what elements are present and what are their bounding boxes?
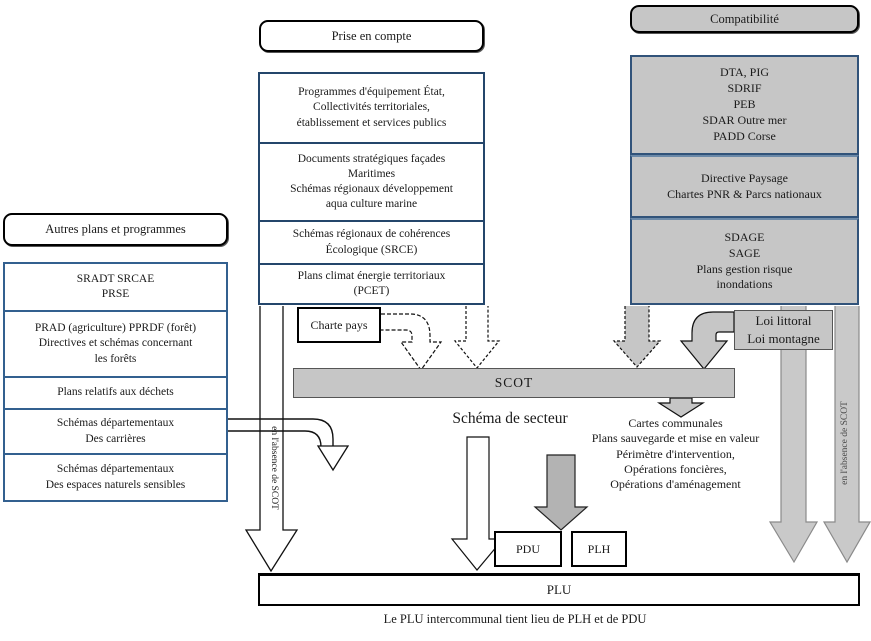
node-pdu: PDU [494, 531, 562, 567]
arrow-cartes-to-pdu [533, 454, 589, 531]
arrow-right-bar-1 [768, 306, 819, 564]
arrow-right-bar-2-absence-scot [822, 306, 871, 564]
arrow-left-absence-scot [244, 306, 299, 573]
node-schemas-espaces-naturels: Schémas départementaux Des espaces natur… [3, 455, 228, 502]
absence-scot-left-label: en l'absence de SCOT [269, 426, 279, 510]
arrow-carrieres-head [316, 445, 350, 472]
node-sradt-srcae-prse: SRADT SRCAE PRSE [3, 262, 228, 312]
node-plans-dechets: Plans relatifs aux déchets [3, 378, 228, 410]
arrow-right-to-scot [612, 306, 662, 368]
node-programmes-equipement: Programmes d'équipement État, Collectivi… [258, 72, 485, 144]
arrow-carrieres-line-bottom [228, 430, 322, 448]
arrow-carrieres-line-top [228, 418, 334, 446]
node-plu: PLU [258, 573, 860, 606]
right-column-stack: DTA, PIG SDRIF PEB SDAR Outre mer PADD C… [630, 55, 859, 305]
middle-column-stack: Programmes d'équipement État, Collectivi… [258, 72, 485, 305]
node-dta-pig-sdrif: DTA, PIG SDRIF PEB SDAR Outre mer PADD C… [630, 55, 859, 155]
node-documents-strategiques: Documents stratégiques façades Maritimes… [258, 144, 485, 222]
node-schemas-carrieres: Schémas départementaux Des carrières [3, 410, 228, 455]
node-schema-de-secteur: Schéma de secteur [452, 410, 568, 427]
arrow-secteur-to-plu [450, 436, 505, 571]
header-prise-en-compte: Prise en compte [259, 20, 484, 52]
node-pcet: Plans climat énergie territoriaux (PCET) [258, 265, 485, 305]
absence-scot-right-label: en l'absence de SCOT [840, 401, 850, 485]
arrow-charte-to-scot [381, 313, 443, 372]
arrow-scot-to-cartes [656, 397, 706, 418]
arrow-loi-to-scot [679, 311, 735, 370]
left-column-stack: SRADT SRCAE PRSE PRAD (agriculture) PPRD… [3, 262, 228, 502]
arrow-mid-to-scot [453, 306, 501, 369]
node-cartes-communales-bloc: Cartes communales Plans sauvegarde et mi… [591, 416, 760, 492]
node-sdage-sage: SDAGE SAGE Plans gestion risque inondati… [630, 218, 859, 305]
header-compatibilite: Compatibilité [630, 5, 859, 33]
node-prad-pprdf: PRAD (agriculture) PPRDF (forêt) Directi… [3, 312, 228, 378]
node-charte-pays: Charte pays [297, 307, 381, 343]
header-autres-plans: Autres plans et programmes [3, 213, 228, 246]
diagram-caption: Le PLU intercommunal tient lieu de PLH e… [383, 612, 647, 626]
node-scot: SCOT [293, 368, 735, 398]
node-srce: Schémas régionaux de cohérences Écologiq… [258, 222, 485, 265]
node-loi-littoral-montagne: Loi littoral Loi montagne [734, 310, 833, 350]
node-directive-paysage: Directive Paysage Chartes PNR & Parcs na… [630, 155, 859, 218]
node-plh: PLH [571, 531, 627, 567]
